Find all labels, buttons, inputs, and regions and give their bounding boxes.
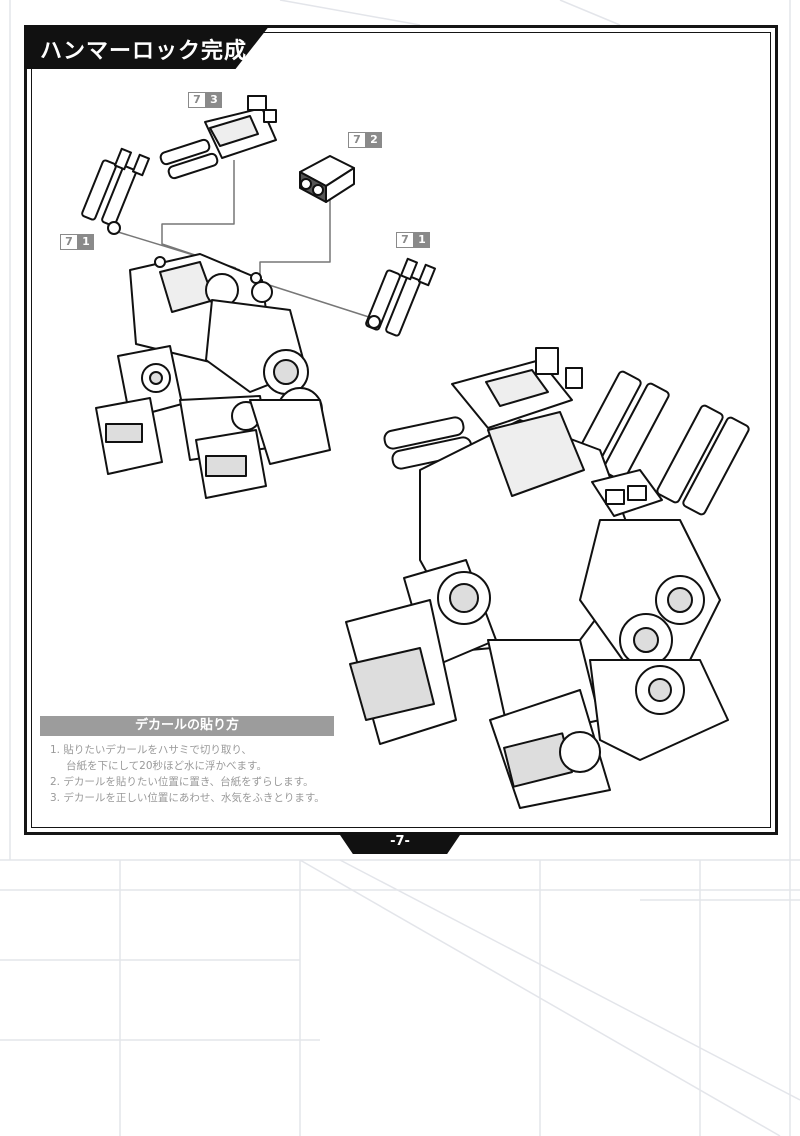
cannon-part — [159, 95, 277, 180]
page-title: ハンマーロック完成 — [40, 39, 248, 64]
badge-step: 7 — [396, 232, 414, 248]
decal-step-2: 2. デカールを貼りたい位置に置き、台紙をずらします。 — [50, 776, 314, 788]
part-badge-7-1-left: 7 1 — [60, 234, 94, 250]
decal-step-1-continued: 台紙を下にして20秒ほど水に浮かべます。 — [66, 760, 267, 772]
badge-part: 1 — [414, 232, 430, 248]
decal-step-3: 3. デカールを正しい位置にあわせ、水気をふきとります。 — [50, 792, 325, 804]
badge-step: 7 — [60, 234, 78, 250]
missile-part-right — [365, 257, 437, 337]
part-badge-7-2: 7 2 — [348, 132, 382, 148]
decal-instructions: デカールの貼り方 1. 貼りたいデカールをハサミで切り取り、 台紙を下にして20… — [40, 716, 334, 816]
part-badge-7-3: 7 3 — [188, 92, 222, 108]
badge-part: 3 — [206, 92, 222, 108]
badge-step: 7 — [348, 132, 366, 148]
missile-part-left — [81, 147, 151, 235]
badge-step: 7 — [188, 92, 206, 108]
part-badge-7-1-right: 7 1 — [396, 232, 430, 248]
decal-instructions-title: デカールの貼り方 — [40, 716, 334, 736]
badge-part: 2 — [366, 132, 382, 148]
mech-body-small — [95, 253, 331, 499]
page-number: -7- — [390, 834, 410, 849]
sensor-part — [299, 155, 355, 203]
decal-step-1: 1. 貼りたいデカールをハサミで切り取り、 — [50, 744, 252, 756]
mech-body-large — [345, 347, 750, 809]
page-number-tab — [338, 832, 462, 854]
decal-steps-list: 1. 貼りたいデカールをハサミで切り取り、 台紙を下にして20秒ほど水に浮かべま… — [50, 742, 334, 806]
title-tab — [24, 25, 270, 69]
badge-part: 1 — [78, 234, 94, 250]
